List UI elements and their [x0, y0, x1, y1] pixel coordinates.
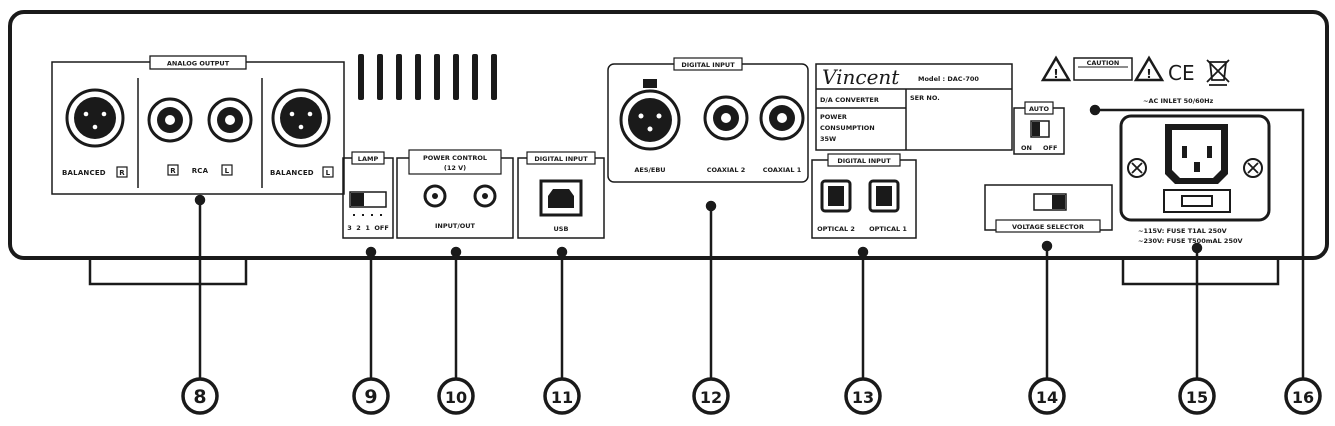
power-consumption-line3: 35W	[820, 135, 836, 143]
svg-text:!: !	[1146, 67, 1151, 81]
spec-plate	[815, 63, 1013, 151]
coaxial-1-connector[interactable]	[759, 95, 805, 141]
caution-text: CAUTION	[1087, 59, 1120, 67]
rca-l-mark: L	[225, 167, 230, 175]
lamp-switch[interactable]	[349, 191, 387, 208]
balanced-r-label: BALANCED	[62, 169, 106, 177]
callout-12: 12	[692, 377, 730, 415]
balanced-r-mark: R	[119, 169, 125, 177]
optical2-label: OPTICAL 2	[817, 225, 855, 233]
xlr-right-connector[interactable]	[65, 88, 125, 148]
svg-text:10: 10	[445, 388, 467, 407]
digital-input-title: DIGITAL INPUT	[681, 61, 735, 69]
usb-label: USB	[554, 225, 569, 233]
callout-11: 11	[543, 377, 581, 415]
ac-inlet-socket[interactable]	[1119, 114, 1271, 222]
ser-no-label: SER NO.	[910, 94, 940, 102]
svg-text:15: 15	[1186, 388, 1208, 407]
rca-left-connector[interactable]	[207, 97, 253, 143]
callout-10: 10	[437, 377, 475, 415]
svg-text:11: 11	[551, 388, 573, 407]
lamp-positions: 3 2 1 OFF	[347, 224, 389, 232]
power-consumption-line1: POWER	[820, 113, 847, 121]
lamp-ticks	[353, 214, 382, 216]
optical-title: DIGITAL INPUT	[837, 157, 891, 165]
optical1-label: OPTICAL 1	[869, 225, 907, 233]
vent-slots	[358, 54, 497, 100]
svg-text:!: !	[1053, 67, 1058, 81]
aes-ebu-connector[interactable]	[619, 79, 681, 151]
auto-on: ON	[1021, 144, 1032, 152]
svg-text:14: 14	[1036, 388, 1058, 407]
svg-text:8: 8	[193, 386, 206, 408]
svg-text:13: 13	[852, 388, 874, 407]
model-label: Model : DAC-700	[918, 75, 979, 83]
rca-label: RCA	[192, 167, 209, 175]
voltage-selector-title-box	[995, 219, 1101, 233]
svg-text:9: 9	[364, 386, 377, 408]
optical-2-port[interactable]	[820, 179, 852, 213]
svg-text:16: 16	[1292, 388, 1314, 407]
auto-switch[interactable]	[1030, 120, 1050, 138]
auto-title-box	[1024, 101, 1054, 115]
ac-inlet-label: ~AC INLET 50/60Hz	[1143, 97, 1214, 105]
power-consumption-line2: CONSUMPTION	[820, 124, 875, 132]
left-foot	[88, 258, 248, 286]
rca-r-mark-box	[167, 164, 179, 176]
analog-output-title: ANALOG OUTPUT	[167, 60, 230, 68]
analog-output-title-box	[149, 55, 247, 70]
callout-16: 16	[1284, 377, 1322, 415]
warning-triangle-icon: !	[1040, 55, 1072, 82]
auto-title: AUTO	[1029, 105, 1050, 113]
callout-15: 15	[1178, 377, 1216, 415]
warning-triangle-2-icon: !	[1133, 55, 1165, 82]
caution-box	[1073, 57, 1133, 81]
ce-mark: CE	[1168, 61, 1195, 85]
callout-leaders	[194, 104, 1305, 378]
usb-port[interactable]	[539, 179, 583, 217]
power-control-title: POWER CONTROL	[423, 154, 487, 162]
fuse-line-1: ~115V: FUSE T1AL 250V	[1138, 227, 1227, 235]
rca-l-mark-box	[221, 164, 233, 176]
lamp-title: LAMP	[358, 155, 379, 163]
lamp-title-box	[351, 151, 385, 165]
xlr-left-connector[interactable]	[271, 88, 331, 148]
balanced-r-mark-box	[116, 166, 128, 178]
auto-off: OFF	[1043, 144, 1057, 152]
optical-title-box	[827, 153, 901, 167]
balanced-l-mark: L	[326, 169, 331, 177]
balanced-l-label: BALANCED	[270, 169, 314, 177]
balanced-l-mark-box	[322, 166, 334, 178]
callout-13: 13	[844, 377, 882, 415]
rca-r-mark: R	[170, 167, 176, 175]
right-foot	[1121, 258, 1280, 286]
power-control-jack-2[interactable]	[473, 184, 497, 208]
power-control-io: INPUT/OUT	[435, 222, 476, 230]
usb-title-box	[526, 151, 596, 165]
fuse-line-2: ~230V: FUSE T500mAL 250V	[1138, 237, 1243, 245]
brand-logo: Vincent	[822, 65, 900, 89]
power-control-title-box	[408, 149, 502, 175]
rca-right-connector[interactable]	[147, 97, 193, 143]
usb-title: DIGITAL INPUT	[534, 155, 588, 163]
callout-8: 8	[181, 377, 219, 415]
voltage-selector-switch[interactable]	[1033, 193, 1067, 211]
aes-label: AES/EBU	[634, 166, 665, 174]
da-converter-label: D/A CONVERTER	[820, 96, 879, 104]
power-control-jack-1[interactable]	[423, 184, 447, 208]
callout-9: 9	[352, 377, 390, 415]
power-control-sub: (12 V)	[444, 164, 466, 172]
coaxial1-label: COAXIAL 1	[763, 166, 802, 174]
callout-14: 14	[1028, 377, 1066, 415]
coaxial-2-connector[interactable]	[703, 95, 749, 141]
optical-1-port[interactable]	[868, 179, 900, 213]
coaxial2-label: COAXIAL 2	[707, 166, 746, 174]
voltage-selector-label: VOLTAGE SELECTOR	[1012, 223, 1084, 231]
digital-input-title-box	[673, 57, 743, 71]
svg-text:12: 12	[700, 388, 722, 407]
weee-bin-icon	[1206, 59, 1230, 86]
